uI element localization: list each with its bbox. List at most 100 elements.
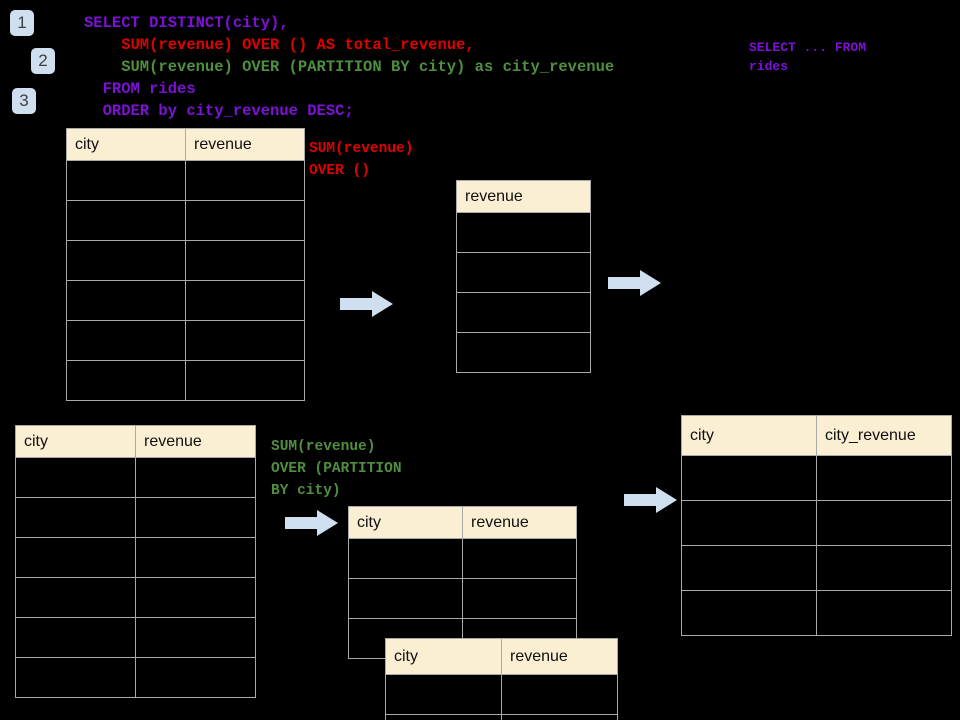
cell bbox=[135, 537, 256, 578]
cell bbox=[66, 240, 186, 281]
cell bbox=[456, 292, 591, 333]
cell bbox=[456, 332, 591, 373]
cell bbox=[456, 212, 591, 253]
table-row bbox=[66, 240, 305, 281]
table-body bbox=[15, 457, 256, 698]
column-header-revenue: revenue bbox=[462, 506, 577, 539]
step-badge-2: 2 bbox=[31, 48, 55, 74]
cell bbox=[456, 252, 591, 293]
cell bbox=[681, 590, 817, 636]
table-row bbox=[456, 332, 591, 373]
table-row bbox=[385, 674, 618, 715]
table-row bbox=[66, 200, 305, 241]
column-header-revenue: revenue bbox=[456, 180, 591, 213]
table-row bbox=[66, 280, 305, 321]
table-header-row: city revenue bbox=[385, 638, 618, 675]
cell bbox=[66, 360, 186, 401]
cell bbox=[135, 657, 256, 698]
cell bbox=[135, 617, 256, 658]
cell bbox=[185, 160, 305, 201]
column-header-revenue: revenue bbox=[185, 128, 305, 161]
table-final-result: city city_revenue bbox=[681, 415, 952, 636]
column-header-revenue: revenue bbox=[501, 638, 618, 675]
column-header-city: city bbox=[66, 128, 186, 161]
annotation-city-revenue-line3: BY city) bbox=[271, 483, 341, 499]
table-row bbox=[15, 577, 256, 618]
table-row bbox=[456, 212, 591, 253]
cell bbox=[66, 200, 186, 241]
cell bbox=[15, 577, 136, 618]
cell bbox=[385, 714, 502, 720]
sql-line-from: FROM rides bbox=[84, 80, 196, 98]
cell bbox=[185, 320, 305, 361]
cell bbox=[348, 578, 463, 619]
table-body bbox=[456, 212, 591, 373]
table-body bbox=[681, 455, 952, 636]
annotation-total-revenue-line2: OVER () bbox=[309, 163, 370, 179]
sql-line-city-revenue: SUM(revenue) OVER (PARTITION BY city) as… bbox=[84, 58, 615, 76]
table-row bbox=[456, 252, 591, 293]
table-row bbox=[66, 160, 305, 201]
cell bbox=[185, 240, 305, 281]
table-row bbox=[15, 657, 256, 698]
cell bbox=[66, 280, 186, 321]
cell bbox=[135, 497, 256, 538]
table-row bbox=[15, 617, 256, 658]
arrow-source-to-total-icon bbox=[340, 291, 393, 317]
table-row bbox=[348, 538, 577, 579]
sql-line-select: SELECT DISTINCT(city), bbox=[84, 14, 289, 32]
table-body bbox=[66, 160, 305, 401]
table-total-revenue-result: revenue bbox=[456, 180, 591, 373]
table-body bbox=[385, 674, 618, 720]
column-header-city: city bbox=[681, 415, 817, 456]
table-row bbox=[348, 578, 577, 619]
cell bbox=[15, 617, 136, 658]
table-row bbox=[681, 455, 952, 501]
sidenote-select-from-line1: SELECT ... FROM bbox=[749, 40, 867, 55]
column-header-city-revenue: city_revenue bbox=[816, 415, 952, 456]
table-row bbox=[15, 457, 256, 498]
arrow-source-to-partition-icon bbox=[285, 510, 338, 536]
arrow-total-to-result-icon bbox=[608, 270, 661, 296]
table-row bbox=[15, 537, 256, 578]
table-header-row: city city_revenue bbox=[681, 415, 952, 456]
table-source-top: city revenue bbox=[66, 128, 305, 401]
cell bbox=[681, 455, 817, 501]
cell bbox=[348, 538, 463, 579]
cell bbox=[816, 500, 952, 546]
table-source-bottom: city revenue bbox=[15, 425, 256, 698]
step-badge-3: 3 bbox=[12, 88, 36, 114]
column-header-revenue: revenue bbox=[135, 425, 256, 458]
annotation-city-revenue-line2: OVER (PARTITION bbox=[271, 461, 402, 477]
table-row bbox=[681, 500, 952, 546]
annotation-total-revenue-line1: SUM(revenue) bbox=[309, 141, 414, 157]
cell bbox=[816, 455, 952, 501]
cell bbox=[462, 538, 577, 579]
cell bbox=[66, 160, 186, 201]
cell bbox=[185, 200, 305, 241]
table-row bbox=[15, 497, 256, 538]
sql-line-total-revenue: SUM(revenue) OVER () AS total_revenue, bbox=[84, 36, 475, 54]
cell bbox=[462, 578, 577, 619]
cell bbox=[135, 577, 256, 618]
table-header-row: city revenue bbox=[66, 128, 305, 161]
table-header-row: city revenue bbox=[348, 506, 577, 539]
table-header-row: city revenue bbox=[15, 425, 256, 458]
table-row bbox=[66, 320, 305, 361]
column-header-city: city bbox=[385, 638, 502, 675]
cell bbox=[681, 545, 817, 591]
cell bbox=[681, 500, 817, 546]
table-partition-front: city revenue bbox=[385, 638, 618, 720]
cell bbox=[816, 545, 952, 591]
cell bbox=[135, 457, 256, 498]
cell bbox=[501, 674, 618, 715]
table-partition-back: city revenue bbox=[348, 506, 577, 659]
cell bbox=[816, 590, 952, 636]
cell bbox=[15, 497, 136, 538]
table-row bbox=[385, 714, 618, 720]
cell bbox=[385, 674, 502, 715]
annotation-city-revenue-line1: SUM(revenue) bbox=[271, 439, 376, 455]
table-row bbox=[456, 292, 591, 333]
table-body bbox=[348, 538, 577, 659]
